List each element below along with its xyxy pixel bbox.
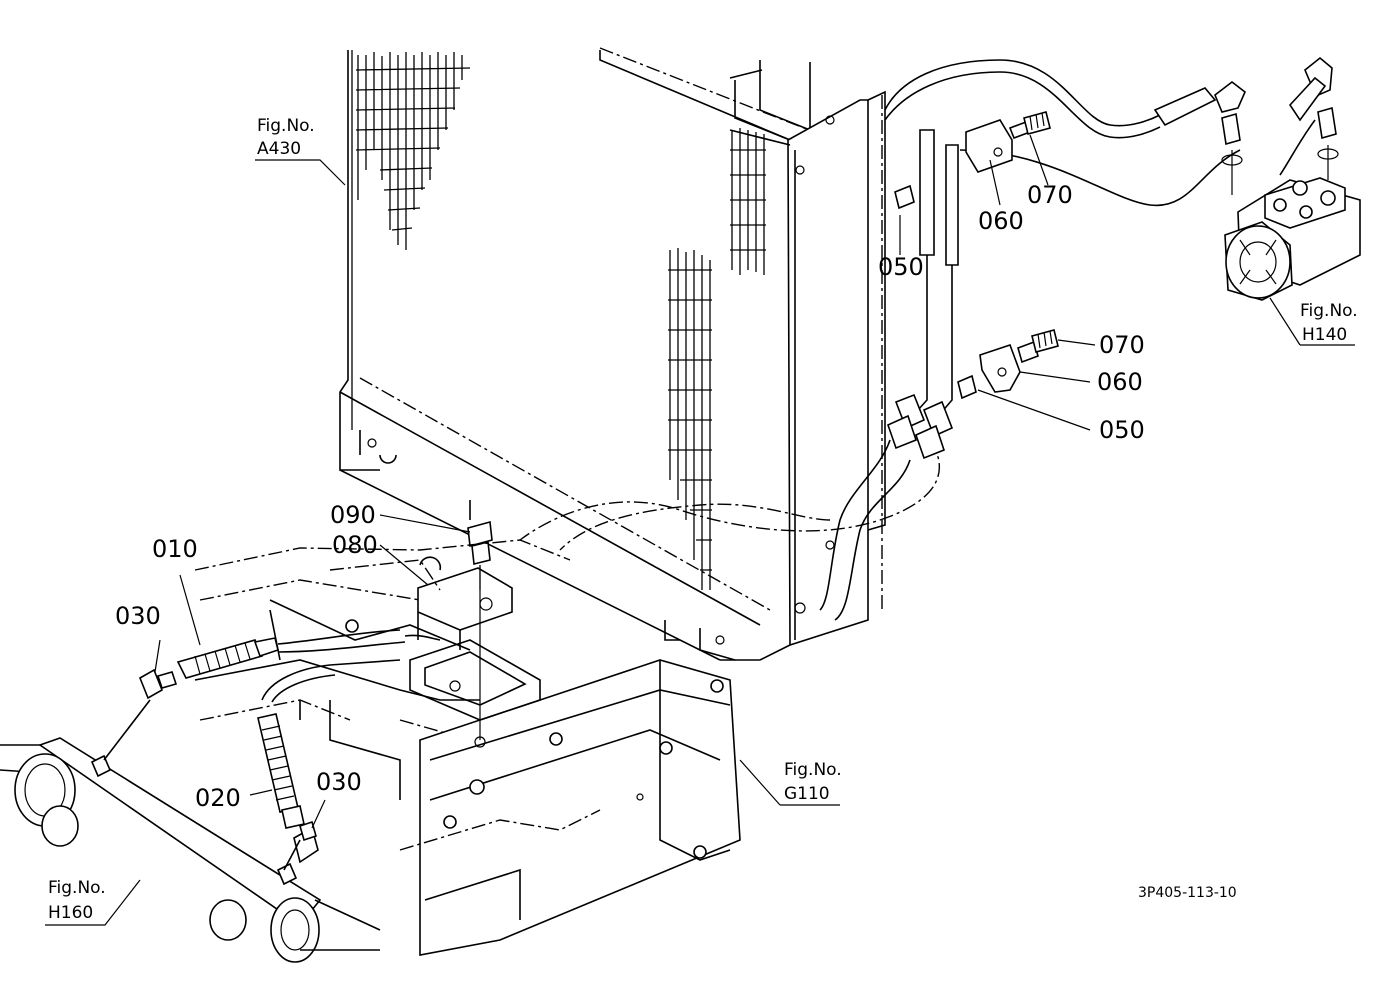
callout-020[interactable]: 020 bbox=[195, 784, 241, 812]
clamp-set-upper bbox=[894, 111, 1051, 210]
fins-center bbox=[668, 248, 712, 590]
fig-ref-number: A430 bbox=[257, 139, 301, 159]
fig-ref-prefix: Fig.No. bbox=[257, 116, 315, 136]
fig-ref-prefix: Fig.No. bbox=[1300, 301, 1358, 321]
fins-left bbox=[351, 50, 471, 430]
fig-ref-h140[interactable]: Fig.No. H140 bbox=[1300, 301, 1358, 345]
callout-050[interactable]: 050 bbox=[878, 253, 924, 281]
callout-060[interactable]: 060 bbox=[1097, 368, 1143, 396]
oil-cooler-lines bbox=[519, 59, 1316, 621]
cooler-core bbox=[339, 47, 886, 661]
fig-ref-number: G110 bbox=[784, 784, 830, 804]
steering-pump bbox=[1153, 56, 1361, 301]
hose-020 bbox=[257, 659, 401, 829]
fitting-030-upper bbox=[138, 668, 178, 700]
steering-cylinder bbox=[0, 699, 381, 963]
fins-right bbox=[730, 128, 766, 275]
callout-030[interactable]: 030 bbox=[316, 768, 362, 796]
callout-090[interactable]: 090 bbox=[330, 501, 376, 529]
clamp-set-lower bbox=[957, 329, 1059, 400]
fig-ref-a430[interactable]: Fig.No. A430 bbox=[257, 116, 315, 159]
bolt-090 bbox=[467, 520, 493, 590]
fig-ref-prefix: Fig.No. bbox=[48, 878, 106, 898]
leader-lines bbox=[45, 134, 1355, 926]
drawing-code: 3P405-113-10 bbox=[1138, 885, 1237, 901]
fig-ref-g110[interactable]: Fig.No. G110 bbox=[784, 760, 842, 804]
callout-070[interactable]: 070 bbox=[1099, 331, 1145, 359]
fig-ref-number: H140 bbox=[1302, 325, 1347, 345]
hose-010 bbox=[176, 629, 441, 679]
callout-080[interactable]: 080 bbox=[332, 531, 378, 559]
fig-ref-h160[interactable]: Fig.No. H160 bbox=[48, 878, 106, 923]
callout-030[interactable]: 030 bbox=[115, 602, 161, 630]
hose-end-fitting bbox=[887, 393, 954, 460]
part-callouts: 010 020 030 030 050 060 070 070 060 050 … bbox=[115, 181, 1145, 812]
fig-ref-prefix: Fig.No. bbox=[784, 760, 842, 780]
callout-060[interactable]: 060 bbox=[978, 207, 1024, 235]
fig-ref-number: H160 bbox=[48, 903, 93, 923]
callout-050[interactable]: 050 bbox=[1099, 416, 1145, 444]
callout-010[interactable]: 010 bbox=[152, 535, 198, 563]
front-frame bbox=[194, 539, 741, 956]
fitting-030-lower bbox=[293, 820, 319, 864]
callout-070[interactable]: 070 bbox=[1027, 181, 1073, 209]
